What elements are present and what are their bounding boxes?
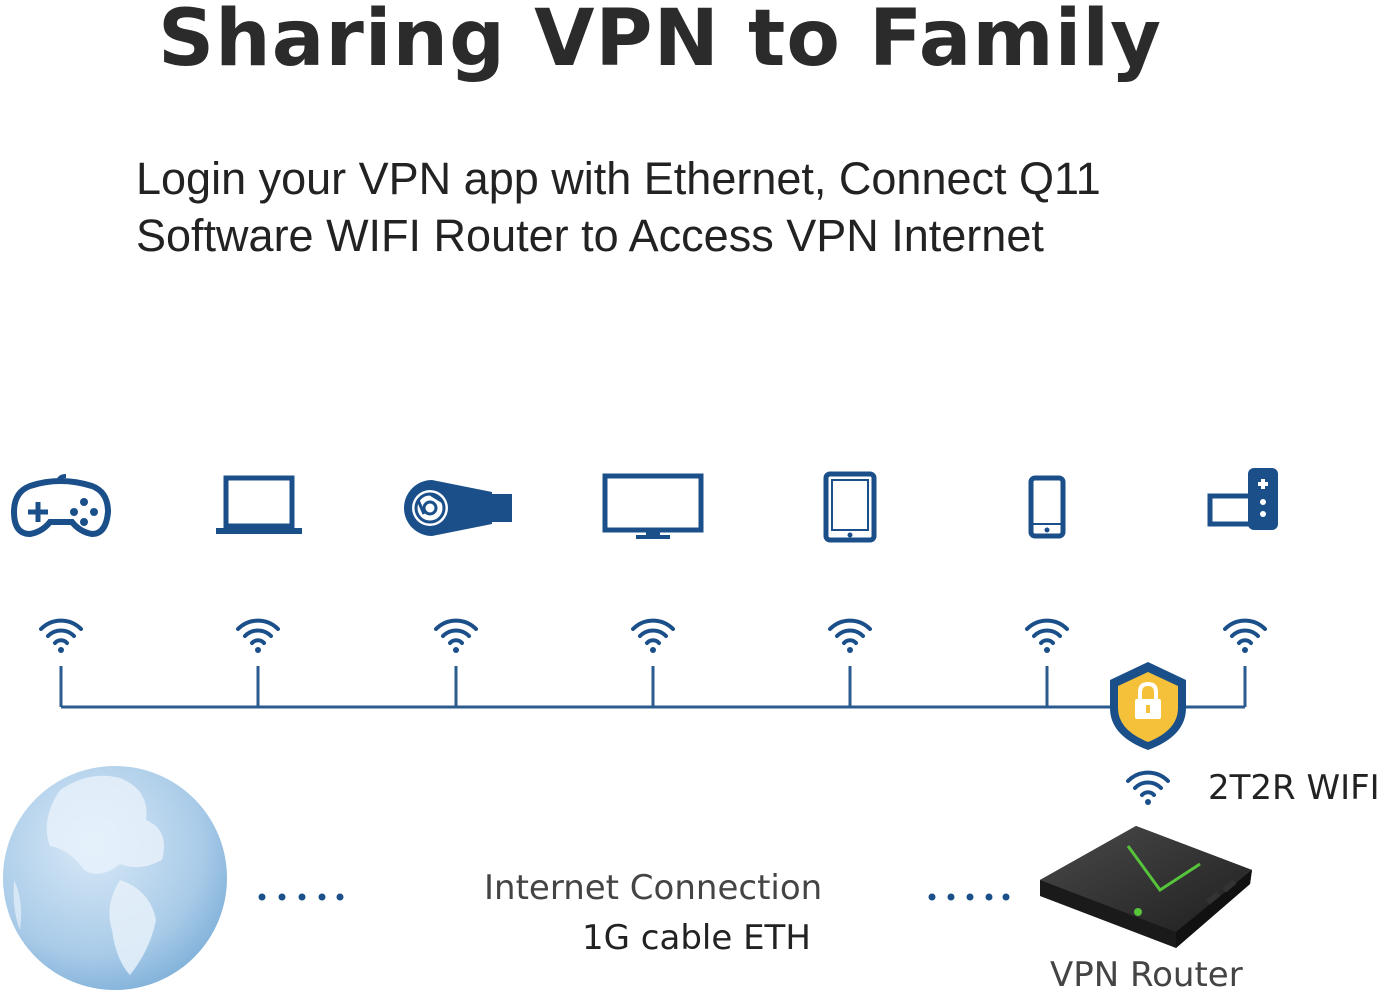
shield-lock-icon	[1110, 662, 1186, 750]
router-wifi-label: 2T2R WIFI	[1208, 768, 1380, 808]
subtitle: Login your VPN app with Ethernet, Connec…	[136, 150, 1101, 264]
wifi-icon	[434, 618, 478, 655]
wifi-icon	[828, 618, 872, 655]
network-bus	[59, 666, 1247, 709]
cable-label: 1G cable ETH	[582, 918, 811, 958]
tv-box-remote-icon	[1207, 468, 1278, 530]
chromecast-dongle-icon	[404, 480, 512, 536]
router-label: VPN Router	[1050, 955, 1243, 995]
gamepad-icon	[10, 474, 112, 538]
dotted-connector-left	[258, 893, 344, 901]
tablet-icon	[823, 471, 877, 543]
wifi-icon	[631, 618, 675, 655]
connection-label: Internet Connection	[484, 868, 823, 908]
globe-icon	[3, 766, 227, 990]
wifi-icon	[236, 618, 280, 655]
vpn-router-device	[1040, 826, 1252, 948]
page-title: Sharing VPN to Family	[158, 0, 1162, 84]
subtitle-line-2: Software WIFI Router to Access VPN Inter…	[136, 210, 1044, 261]
smartphone-icon	[1028, 475, 1066, 539]
dotted-connector-right	[928, 893, 1010, 901]
router-wifi-icon	[1126, 770, 1170, 807]
wifi-icon	[39, 618, 83, 655]
wifi-icon	[1025, 618, 1069, 655]
subtitle-line-1: Login your VPN app with Ethernet, Connec…	[136, 153, 1101, 204]
monitor-icon	[602, 473, 704, 539]
laptop-icon	[216, 475, 302, 534]
wifi-icon	[1223, 618, 1267, 655]
